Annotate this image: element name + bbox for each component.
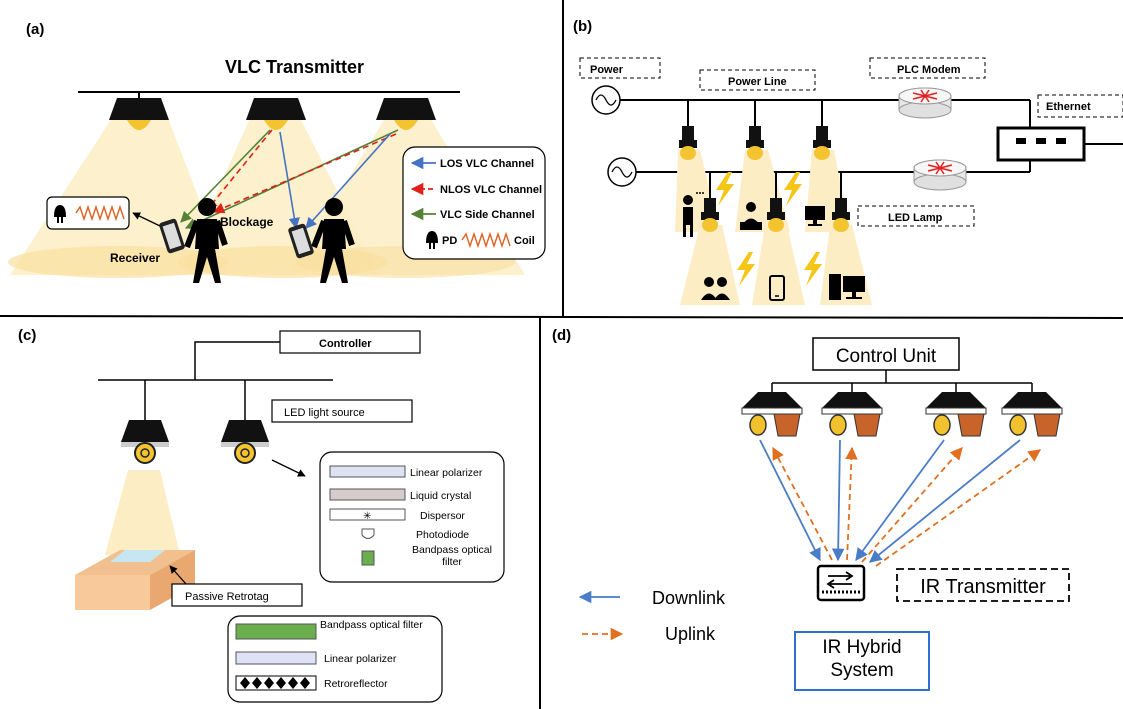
uplink-arrow [875,449,1042,567]
downlink-arrow [759,439,821,562]
downlink-label: Downlink [652,588,726,608]
presenter-icon [683,192,704,237]
led-light-source-icon [120,419,170,464]
receiver-inset [46,196,130,230]
downlink-arrow [869,439,1021,563]
uplink-arrow [861,447,963,563]
uplink-arrow [845,446,858,561]
layer-bandpass-filter: Bandpass optical filter [412,544,492,568]
los-channel-arrow [305,133,391,229]
led-bulb-icon [746,126,764,160]
panel-b: (b) Power Power Line PLC Modem Ethernet … [573,18,1123,305]
detector-structure-box: Linear polarizer Liquid crystal ✳ Disper… [319,451,505,583]
legend-pd: PD [442,235,457,247]
downlink-arrow [855,439,945,562]
retrotag-label: Passive Retrotag [185,591,269,603]
panel-c-label: (c) [18,327,36,344]
ethernet-switch-icon [996,126,1086,162]
lightning-icon [784,172,802,206]
led-bulb-icon [813,126,831,160]
layer-linear-polarizer: Linear polarizer [410,467,483,479]
legend-nlos: NLOS VLC Channel [440,184,542,196]
downlink-arrow [831,439,845,562]
tag-structure-box: Bandpass optical filter Linear polarizer… [227,615,443,703]
laptop-user-icon [740,202,762,230]
lightning-icon [804,252,822,286]
group-icon [701,277,730,300]
panel-b-label: (b) [573,18,592,35]
plc-modem-icon [913,159,967,191]
led-lamp-label: LED Lamp [888,212,943,224]
blockage-label: Blockage [220,215,274,229]
uplink-label: Uplink [665,624,716,644]
control-unit-label: Control Unit [836,346,937,367]
tag-bandpass-filter: Bandpass optical filter [320,619,423,631]
legend-coil: Coil [514,235,535,247]
ir-lamp-icon [741,391,803,437]
desktop-computer-icon [829,274,865,300]
ir-hybrid-label: IR Hybrid System [822,637,902,681]
legend-side: VLC Side Channel [440,209,535,221]
ir-lamp-icon [925,391,987,437]
ir-transmitter-icon [816,564,866,602]
smartphone-icon [288,223,314,259]
monitor-icon [805,206,825,226]
svg-text:✳: ✳ [363,511,371,522]
lightning-icon [737,252,755,286]
controller-label: Controller [319,338,372,350]
panel-a-label: (a) [26,21,44,38]
ir-transmitter-label: IR Transmitter [920,576,1046,598]
lightning-icon [716,172,734,206]
uplink-arrow [772,446,833,561]
power-label: Power [590,64,624,76]
tag-linear-polarizer: Linear polarizer [324,653,397,665]
layer-photodiode: Photodiode [416,529,469,541]
led-bulb-icon [679,126,697,160]
layer-liquid-crystal: Liquid crystal [410,490,471,502]
receiver-label: Receiver [110,251,160,265]
led-light-source-icon [220,419,270,464]
ir-lamp-icon [821,391,883,437]
panel-a: (a) VLC Transmitter Blockage [8,21,546,283]
smartphone-icon [769,275,785,301]
side-channel-arrow [180,129,271,223]
led-source-label: LED light source [284,407,365,419]
panel-c: (c) Controller LED light source Passive … [18,327,505,703]
light-pool [8,246,228,278]
power-line-label: Power Line [728,76,787,88]
ir-lamp-icon [1001,391,1063,437]
nlos-channel-arrow [206,129,273,211]
passive-retrotag-icon [75,550,195,610]
plc-modem-label: PLC Modem [897,64,961,76]
nlos-channel-arrow [212,133,397,214]
tag-retroreflector: Retroreflector [324,678,388,690]
panel-d: (d) Control Unit IR Transmitter [552,327,1070,691]
layer-dispersor: Dispersor [420,510,465,522]
vlc-transmitter-title: VLC Transmitter [225,57,364,77]
legend-los: LOS VLC Channel [440,158,534,170]
ethernet-label: Ethernet [1046,101,1091,113]
channel-legend: LOS VLC Channel NLOS VLC Channel VLC Sid… [402,146,546,260]
smartphone-icon [159,218,185,254]
plc-modem-icon [898,87,952,119]
panel-d-label: (d) [552,327,571,344]
